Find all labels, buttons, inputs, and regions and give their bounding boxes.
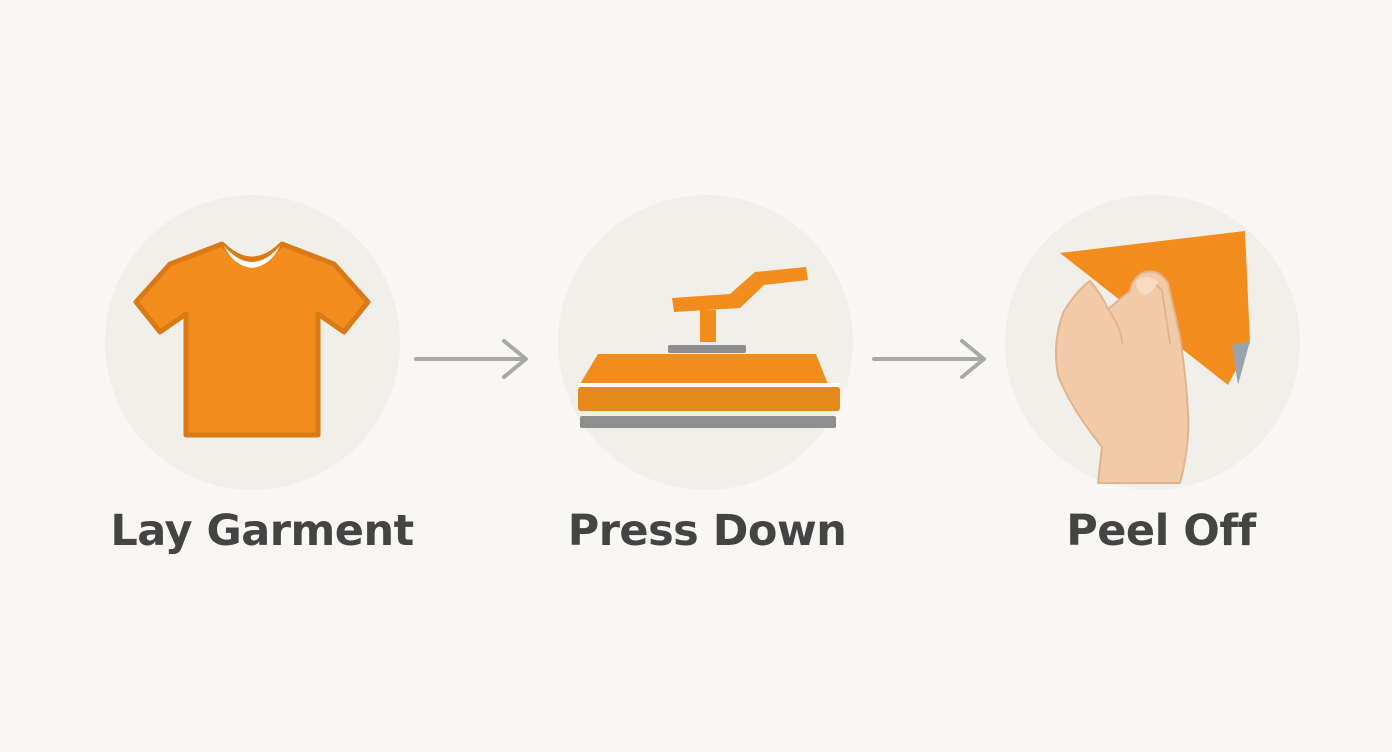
heat-press-icon [578, 267, 840, 428]
step-2-circle-background [558, 195, 853, 490]
step-3-label: Peel Off [1066, 506, 1256, 556]
step-1-label: Lay Garment [110, 506, 414, 556]
arrow-right-icon [872, 339, 986, 379]
arrow-right-icon [414, 339, 528, 379]
peel-hand-icon [1055, 231, 1250, 484]
step-2-label: Press Down [567, 506, 847, 556]
t-shirt-icon [133, 241, 371, 438]
